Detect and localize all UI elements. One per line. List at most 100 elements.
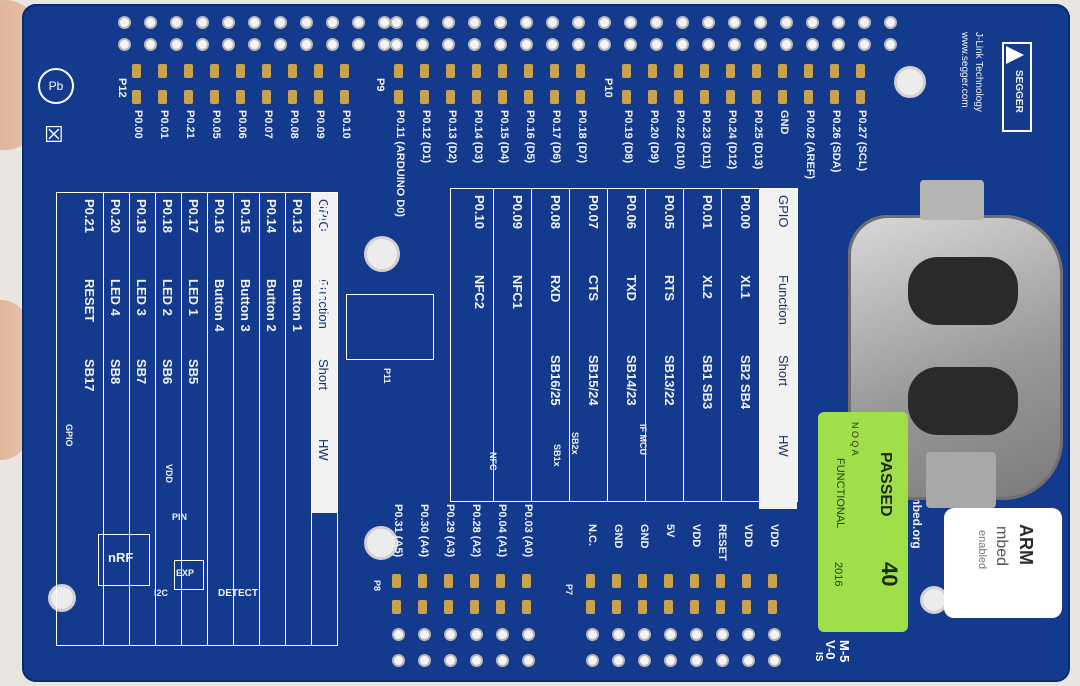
header-hole — [832, 16, 845, 29]
pin-label: P0.03 (A0) — [522, 504, 534, 558]
pin-label: P0.21 — [184, 110, 196, 139]
header-hole — [520, 16, 533, 29]
table-cell: SB13/22 — [662, 355, 677, 406]
table-header-cell: Short — [311, 353, 337, 434]
table-cell: P0.06 — [624, 195, 639, 229]
header-hole — [768, 654, 781, 667]
header-pad — [550, 90, 559, 104]
table-cell: RTS — [662, 275, 677, 301]
table-cell: NFC2 — [472, 275, 487, 309]
header-hole — [742, 654, 755, 667]
header-pad — [700, 64, 709, 78]
header-pad — [158, 90, 167, 104]
header-hole — [326, 38, 339, 51]
header-hole — [196, 16, 209, 29]
pb-free-icon: Pb — [38, 68, 74, 104]
header-pad — [314, 64, 323, 78]
table-cell: SB15/24 — [586, 355, 601, 406]
table-cell: XL2 — [700, 275, 715, 299]
header-pad — [394, 64, 403, 78]
header-hole — [780, 38, 793, 51]
header-hole — [248, 16, 261, 29]
table-cell: P0.21 — [82, 199, 97, 233]
header-hole — [546, 16, 559, 29]
pin-label: P0.27 (SCL) — [856, 110, 868, 172]
header-pad — [576, 90, 585, 104]
table-cell: P0.15 — [238, 199, 253, 233]
table-cell: SB5 — [186, 359, 201, 385]
header-hole — [468, 38, 481, 51]
mbed-url: mbed.org — [910, 494, 924, 549]
sticker-year: 2016 — [832, 562, 844, 587]
sb1x-label: SB1x — [552, 444, 562, 467]
header-pad — [314, 90, 323, 104]
header-pad — [210, 90, 219, 104]
header-hole — [444, 628, 457, 641]
qa-sticker: N O Q A PASSED FUNCTIONAL 40 2016 — [818, 412, 908, 632]
header-pad — [498, 90, 507, 104]
mounting-hole — [364, 236, 400, 272]
header-hole — [390, 16, 403, 29]
pin-label: P0.04 (A1) — [496, 504, 508, 558]
mounting-hole — [48, 584, 76, 612]
header-hole — [624, 38, 637, 51]
table-cell: NFC1 — [510, 275, 525, 309]
vdd-label: VDD — [164, 464, 174, 484]
segger-logo: SEGGER — [1002, 42, 1032, 132]
table-cell: SB2 SB4 — [738, 355, 753, 410]
header-pad — [288, 64, 297, 78]
header-hole — [418, 654, 431, 667]
header-pad — [132, 64, 141, 78]
header-hole — [586, 654, 599, 667]
table-cell: TXD — [624, 275, 639, 301]
header-pad — [340, 90, 349, 104]
table-cell: SB6 — [160, 359, 175, 385]
header-pad — [726, 90, 735, 104]
header-label-p12: P12 — [116, 78, 128, 98]
sticker-week: 40 — [877, 562, 902, 587]
header-hole — [418, 628, 431, 641]
header-hole — [884, 16, 897, 29]
header-hole — [650, 38, 663, 51]
p11-footprint — [346, 294, 434, 360]
table-header-label: Function — [776, 275, 791, 325]
header-pad — [856, 64, 865, 78]
pin-label: P0.08 — [288, 110, 300, 139]
exp-block — [174, 560, 204, 590]
sticker-version: V-0 — [823, 640, 838, 660]
table-cell: P0.18 — [160, 199, 175, 233]
header-pad — [420, 64, 429, 78]
table-cell: SB8 — [108, 359, 123, 385]
header-hole — [754, 38, 767, 51]
pin-label: P0.15 (D4) — [498, 110, 510, 164]
header-hole — [754, 16, 767, 29]
header-pad — [752, 90, 761, 104]
header-hole — [728, 38, 741, 51]
header-hole — [392, 654, 405, 667]
pin-label: P0.14 (D3) — [472, 110, 484, 164]
header-hole — [716, 654, 729, 667]
header-hole — [444, 654, 457, 667]
table-cell: LED 2 — [160, 279, 175, 316]
header-hole — [690, 654, 703, 667]
header-pad — [768, 600, 777, 614]
header-hole — [664, 628, 677, 641]
header-pad — [742, 600, 751, 614]
header-hole — [858, 38, 871, 51]
header-pad — [674, 64, 683, 78]
header-pad — [576, 64, 585, 78]
brand-line2: www.segger.com — [959, 32, 970, 108]
table-cell: Button 3 — [238, 279, 253, 332]
if-mcu-label: IF MCU — [638, 424, 648, 455]
pin-label: P0.29 (A3) — [444, 504, 456, 558]
header-pad — [830, 90, 839, 104]
header-hole — [546, 38, 559, 51]
header-pad — [210, 64, 219, 78]
header-hole — [676, 16, 689, 29]
pin-label: RESET — [716, 524, 728, 561]
